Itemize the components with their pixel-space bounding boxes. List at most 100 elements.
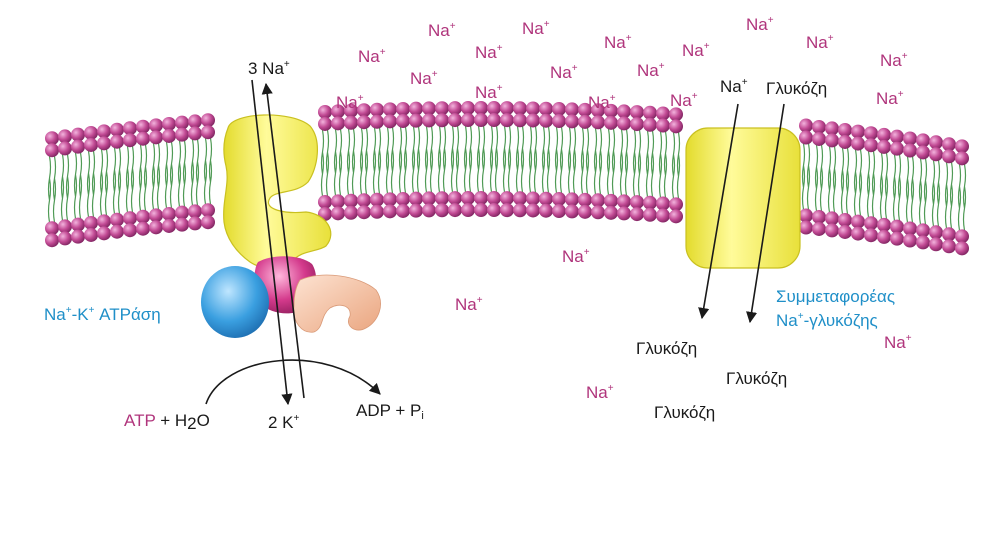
lipid-tail xyxy=(333,129,338,196)
lipid-tail xyxy=(897,154,902,221)
phospholipid-head xyxy=(318,194,332,209)
lipid-tail xyxy=(650,130,655,197)
phospholipid-head xyxy=(838,134,852,149)
phospholipid-head xyxy=(396,113,410,128)
lipid-tail xyxy=(827,146,832,213)
phospholipid-head xyxy=(526,203,540,218)
intracellular-glucose-label: Γλυκόζη xyxy=(654,403,716,422)
phospholipid-head xyxy=(890,129,904,144)
lipid-tail xyxy=(112,147,117,214)
phospholipid-head xyxy=(110,212,124,227)
phospholipid-head xyxy=(370,192,384,207)
phospholipid-head xyxy=(474,101,488,116)
sodium-ion-label: Na+ xyxy=(637,61,665,80)
phospholipid-head xyxy=(45,221,59,236)
lipid-tail xyxy=(359,128,364,195)
lipid-tail xyxy=(78,152,83,219)
phospholipid-head xyxy=(552,114,566,129)
lipid-tail xyxy=(845,147,850,215)
phospholipid-head xyxy=(812,209,826,224)
phospholipid-head xyxy=(188,114,202,129)
lipid-tail xyxy=(47,156,52,223)
phospholipid-head xyxy=(799,220,813,235)
sodium-efflux-arrow xyxy=(261,82,305,399)
phospholipid-head xyxy=(513,203,527,218)
lipid-tail xyxy=(65,154,70,221)
lipid-tail xyxy=(801,143,806,210)
phospholipid-head xyxy=(123,223,137,238)
atp-hydrolysis-arrow xyxy=(205,359,381,405)
phospholipid-head xyxy=(851,214,865,229)
sodium-ion-label: Na+ xyxy=(475,83,503,102)
lipid-tail xyxy=(892,154,897,221)
lipid-tail xyxy=(416,126,421,193)
phospholipid-head xyxy=(110,134,124,149)
lipid-tail xyxy=(143,144,148,211)
phospholipid-head xyxy=(448,113,462,128)
phospholipid-head xyxy=(201,113,215,128)
phospholipid-head xyxy=(825,133,839,148)
phospholipid-head xyxy=(513,113,527,128)
phospholipid-head xyxy=(942,137,956,152)
phospholipid-head xyxy=(630,105,644,120)
phospholipid-head xyxy=(500,113,514,128)
lipid-tail xyxy=(944,162,949,229)
lipid-tail xyxy=(424,126,429,193)
phospholipid-head xyxy=(123,121,137,136)
lipid-tail xyxy=(840,147,845,215)
lipid-tail xyxy=(645,130,650,197)
phospholipid-head xyxy=(669,197,683,212)
lipid-tail xyxy=(502,126,507,193)
lipid-tail xyxy=(546,126,551,193)
phospholipid-head xyxy=(435,191,449,206)
phospholipid-head xyxy=(344,115,358,130)
lipid-tail xyxy=(580,127,585,194)
lipid-tail xyxy=(819,144,824,212)
phospholipid-head xyxy=(526,101,540,116)
lipid-tail xyxy=(637,129,642,197)
potassium-influx-arrow xyxy=(251,79,293,406)
lipid-tail xyxy=(606,128,611,195)
phospholipid-head xyxy=(331,194,345,209)
phospholipid-head xyxy=(461,113,475,128)
lipid-tail xyxy=(559,126,564,194)
lipid-tail xyxy=(814,144,819,212)
phospholipid-head xyxy=(162,116,176,131)
phospholipid-head xyxy=(604,193,618,208)
phospholipid-head xyxy=(942,227,956,242)
lipid-tail xyxy=(611,128,616,195)
phospholipid-head xyxy=(422,191,436,206)
phospholipid-head xyxy=(318,104,332,119)
lipid-tail xyxy=(182,140,187,207)
lipid-tail xyxy=(905,156,910,223)
lipid-tail xyxy=(585,127,590,194)
lipid-tail xyxy=(949,162,954,229)
phospholipid-head xyxy=(838,212,852,227)
sodium-efflux-label: 3 Na+ xyxy=(248,59,290,78)
phospholipid-head xyxy=(370,114,384,129)
phospholipid-head xyxy=(630,117,644,132)
lipid-tail xyxy=(468,125,473,193)
phospholipid-head xyxy=(474,203,488,218)
lipid-tail xyxy=(910,156,915,223)
phospholipid-head xyxy=(851,124,865,139)
lipid-tail xyxy=(403,126,408,194)
phospholipid-head xyxy=(617,194,631,209)
phospholipid-head xyxy=(955,229,969,244)
sodium-ion-label: Na+ xyxy=(588,93,616,112)
phospholipid-head xyxy=(58,141,72,156)
symporter-protein xyxy=(685,127,801,269)
phospholipid-head xyxy=(890,141,904,156)
lipid-tail xyxy=(593,128,598,195)
phospholipid-head xyxy=(45,131,59,146)
phospholipid-head xyxy=(370,204,384,219)
phospholipid-head xyxy=(916,145,930,160)
lipid-tail xyxy=(455,125,460,193)
sodium-ion-label: Na+ xyxy=(428,21,456,40)
phospholipid-head xyxy=(84,125,98,140)
phospholipid-head xyxy=(643,117,657,132)
phospholipid-head xyxy=(617,116,631,131)
phospholipid-head xyxy=(331,206,345,221)
lipid-tail xyxy=(364,128,369,195)
phospholipid-head xyxy=(357,205,371,220)
